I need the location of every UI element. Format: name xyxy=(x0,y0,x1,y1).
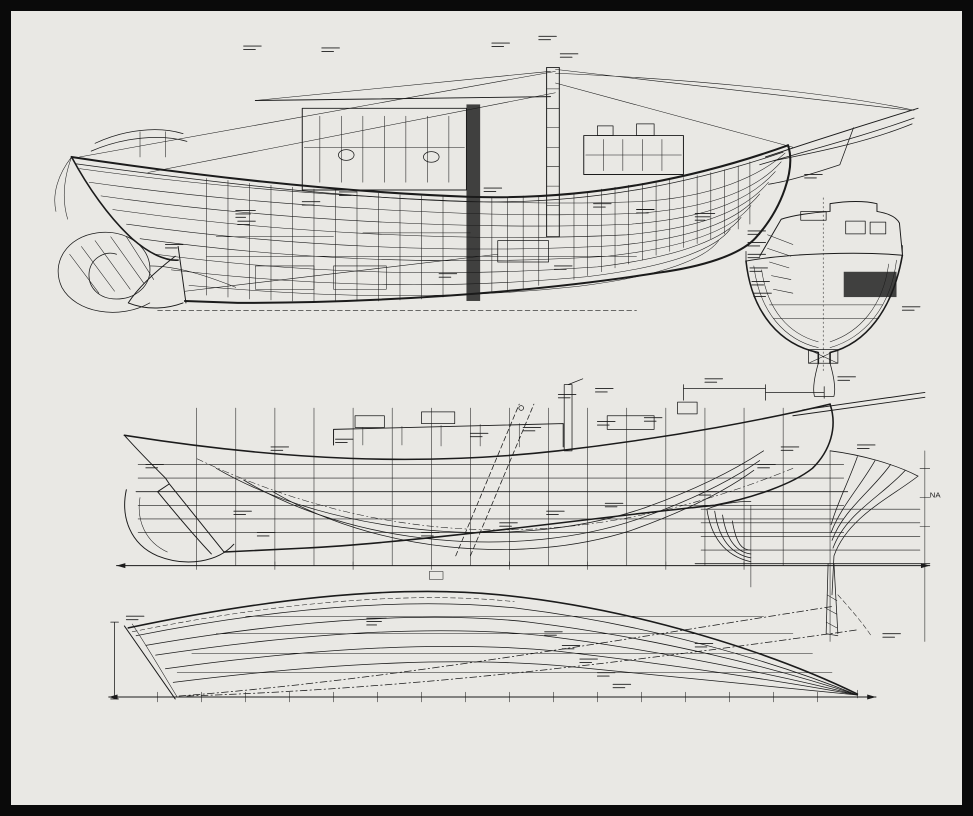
section-deck-camber xyxy=(745,252,903,262)
blueprint-paper: NA xyxy=(11,11,962,805)
plan-deck-line xyxy=(127,590,859,695)
ballast-keel xyxy=(808,349,839,364)
buttock-lines xyxy=(215,450,764,550)
waterlines xyxy=(137,464,845,533)
plan-transom xyxy=(123,625,176,700)
plan-diagonals xyxy=(178,606,858,697)
body-margin-line xyxy=(919,450,931,642)
plan-buttocks xyxy=(176,615,833,673)
propeller-shaft xyxy=(184,253,499,292)
half-breadth-view xyxy=(108,590,877,703)
section-cabin xyxy=(759,200,903,257)
plan-station-ticks xyxy=(157,689,858,703)
porthole-2 xyxy=(423,151,440,163)
cabin-window-2 xyxy=(869,221,887,235)
construction-profile-view xyxy=(54,35,919,313)
lines-profile-view xyxy=(116,378,931,580)
frames xyxy=(206,161,751,302)
plan-deck-dashed xyxy=(131,597,515,633)
aft-sections xyxy=(706,501,752,563)
deckhouse-fore xyxy=(583,123,684,175)
tank-1 xyxy=(255,265,315,290)
stem-and-keel xyxy=(183,144,792,304)
dimension-line-2 xyxy=(765,386,825,399)
engine xyxy=(497,240,549,263)
topping-lift xyxy=(255,71,551,101)
profile-skylight-2 xyxy=(421,411,456,424)
tank-2 xyxy=(333,265,387,290)
bowsprit xyxy=(765,107,919,158)
plan-waterlines xyxy=(135,603,858,696)
body-grid xyxy=(700,450,921,642)
rudder xyxy=(127,255,184,309)
mainmast xyxy=(546,66,560,238)
companion-slide xyxy=(800,211,827,221)
propeller-swirl xyxy=(57,231,151,313)
cabin-window-1 xyxy=(845,220,866,235)
windlass xyxy=(677,401,698,415)
backstays xyxy=(79,71,556,173)
body-plan-view: NA xyxy=(694,444,942,642)
centerboard-lines xyxy=(455,403,535,557)
section-cut-band xyxy=(466,104,481,301)
midship-section-view xyxy=(745,197,921,397)
headrails xyxy=(759,117,915,166)
margin-label: NA xyxy=(930,491,942,500)
counter-stern xyxy=(70,156,179,261)
profile-deckhouse xyxy=(333,423,564,448)
profile-deckbox xyxy=(606,415,655,430)
plan-dimension-bracket xyxy=(110,621,119,700)
baseline-ticks xyxy=(196,561,745,570)
deckhouse-aft xyxy=(301,107,467,191)
martingale xyxy=(768,127,854,185)
forestays xyxy=(555,69,915,148)
sternpost xyxy=(177,245,187,304)
stern-expansion-curve xyxy=(124,489,235,563)
fore-sections xyxy=(829,450,919,596)
profile-sheer xyxy=(123,403,831,461)
mast-hoops xyxy=(546,88,560,206)
profile-bowsprit xyxy=(792,391,926,417)
body-rudder-curve xyxy=(837,594,872,636)
profile-skylight-1 xyxy=(354,415,385,428)
swirl-hatching xyxy=(69,236,154,294)
section-tank-block xyxy=(843,271,897,298)
section-leaders xyxy=(767,234,794,294)
boat-plans-drawing: NA xyxy=(11,11,962,805)
small-title-block xyxy=(429,571,444,580)
diagonal-line xyxy=(196,458,794,531)
porthole-1 xyxy=(338,149,355,161)
section-sole xyxy=(769,304,884,319)
